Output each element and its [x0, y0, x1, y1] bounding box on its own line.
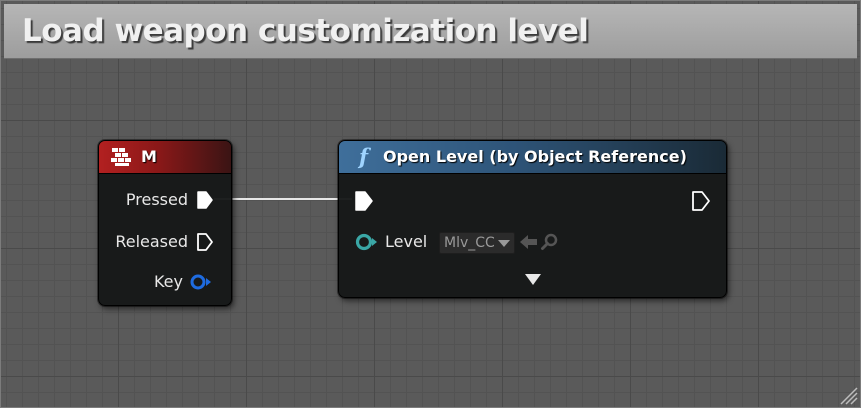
event-node-title: M	[141, 147, 157, 166]
pressed-pin-row[interactable]: Pressed	[99, 189, 231, 211]
pressed-pin-label: Pressed	[125, 190, 188, 209]
key-pin-row[interactable]: Key	[99, 271, 231, 293]
exec-input-pin-row[interactable]	[355, 191, 377, 213]
released-pin-label: Released	[115, 232, 188, 251]
struct-output-pin[interactable]	[190, 274, 214, 290]
resize-grip-icon[interactable]	[835, 382, 859, 406]
object-input-pin[interactable]	[355, 233, 381, 251]
level-input-label: Level	[385, 232, 428, 251]
key-event-node-m[interactable]: M Pressed Released Key	[98, 140, 232, 306]
key-pin-label: Key	[153, 272, 183, 291]
function-icon-glyph: f	[357, 144, 372, 169]
open-level-node[interactable]: f Open Level (by Object Reference) Level…	[338, 140, 727, 298]
expand-advanced-arrow-icon[interactable]	[525, 274, 541, 286]
function-icon: f	[357, 144, 372, 169]
comment-header[interactable]: Load weapon customization level	[4, 4, 857, 59]
use-selected-arrow-icon[interactable]	[520, 235, 538, 249]
keyboard-key-icon	[111, 148, 131, 166]
function-node-header[interactable]: f Open Level (by Object Reference)	[339, 141, 726, 174]
browse-search-icon[interactable]	[541, 233, 559, 251]
exec-output-pin-row[interactable]	[692, 191, 714, 213]
level-input-row[interactable]: Level Mlv_CC	[355, 231, 695, 254]
chevron-down-icon	[498, 240, 510, 247]
comment-title[interactable]: Load weapon customization level	[22, 13, 589, 49]
exec-output-pin-empty[interactable]	[197, 233, 213, 251]
exec-input-pin[interactable]	[355, 191, 373, 211]
exec-output-pin[interactable]	[692, 191, 710, 211]
released-pin-row[interactable]: Released	[99, 231, 231, 253]
exec-output-pin-filled[interactable]	[197, 191, 213, 209]
event-node-header[interactable]: M	[99, 141, 231, 174]
function-node-title: Open Level (by Object Reference)	[383, 147, 687, 166]
level-asset-dropdown[interactable]: Mlv_CC	[439, 232, 515, 254]
level-asset-value: Mlv_CC	[444, 235, 495, 251]
